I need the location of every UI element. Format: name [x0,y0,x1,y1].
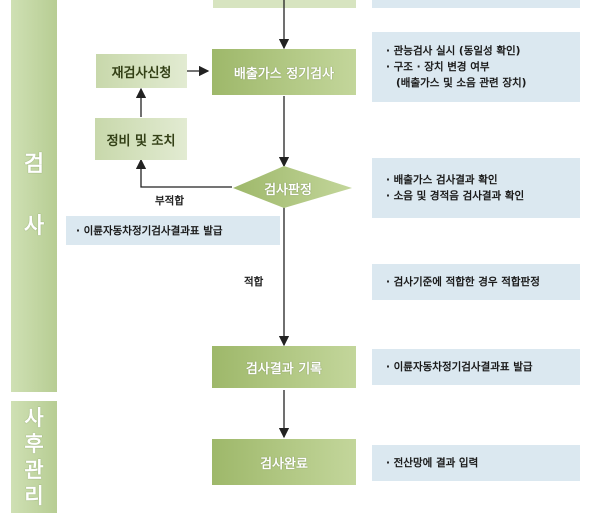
side-char: 검 [23,152,45,177]
note-pass: · 검사기준에 적합한 경우 적합판정 [372,264,580,300]
edge-judge-to-repair [135,158,232,188]
node-label: 검사완료 [260,456,308,472]
note-line: · 관능검사 실시 (동일성 확인) [386,45,521,57]
node-label: 재검사신청 [111,65,172,81]
node-label: 검사결과 기록 [245,361,323,377]
note-line: · 구조 · 장치 변경 여부 [386,61,490,73]
note-line: · 소음 및 경적음 검사결과 확인 [386,190,525,202]
note-record: · 이륜자동차정기검사결과표 발급 [372,349,580,385]
note-line: · 전산망에 결과 입력 [386,457,479,469]
fail-note-text: · 이륜자동차정기검사결과표 발급 [76,224,223,237]
node-label: 정비 및 조치 [106,133,176,149]
edge-label-fail: 부적합 [155,195,184,207]
note-line: · 배출가스 검사결과 확인 [386,174,498,186]
node-repair: 정비 및 조치 [95,118,187,160]
node-record: 검사결과 기록 [212,346,356,388]
edge-label-pass: 적합 [244,276,264,288]
node-reapply: 재검사신청 [96,54,187,88]
note-judgment: · 배출가스 검사결과 확인 · 소음 및 경적음 검사결과 확인 [372,158,580,218]
node-judgment: 검사판정 [240,176,336,200]
top-note-fragment [372,0,580,8]
node-complete: 검사완료 [212,439,356,485]
note-regular: · 관능검사 실시 (동일성 확인) · 구조 · 장치 변경 여부 (배출가스… [372,32,580,102]
decision-diamond [233,166,352,208]
node-regular-inspection: 배출가스 정기검사 [212,49,356,95]
side-label-after-management: 사 후 관 리 [11,401,57,513]
side-char: 리 [24,484,44,508]
side-label-inspection: 검 사 [11,0,57,392]
note-complete: · 전산망에 결과 입력 [372,445,580,481]
side-char: 관 [24,458,44,482]
side-char: 사 [24,406,44,430]
node-label: 배출가스 정기검사 [233,66,335,82]
note-line: (배출가스 및 소음 관련 장치) [396,77,527,89]
note-line: · 검사기준에 적합한 경우 적합판정 [386,276,540,288]
side-char: 후 [24,432,44,456]
side-char: 사 [23,214,45,239]
note-line: · 이륜자동차정기검사결과표 발급 [386,361,533,373]
fail-note: · 이륜자동차정기검사결과표 발급 [66,216,280,245]
node-label: 검사판정 [264,182,312,198]
